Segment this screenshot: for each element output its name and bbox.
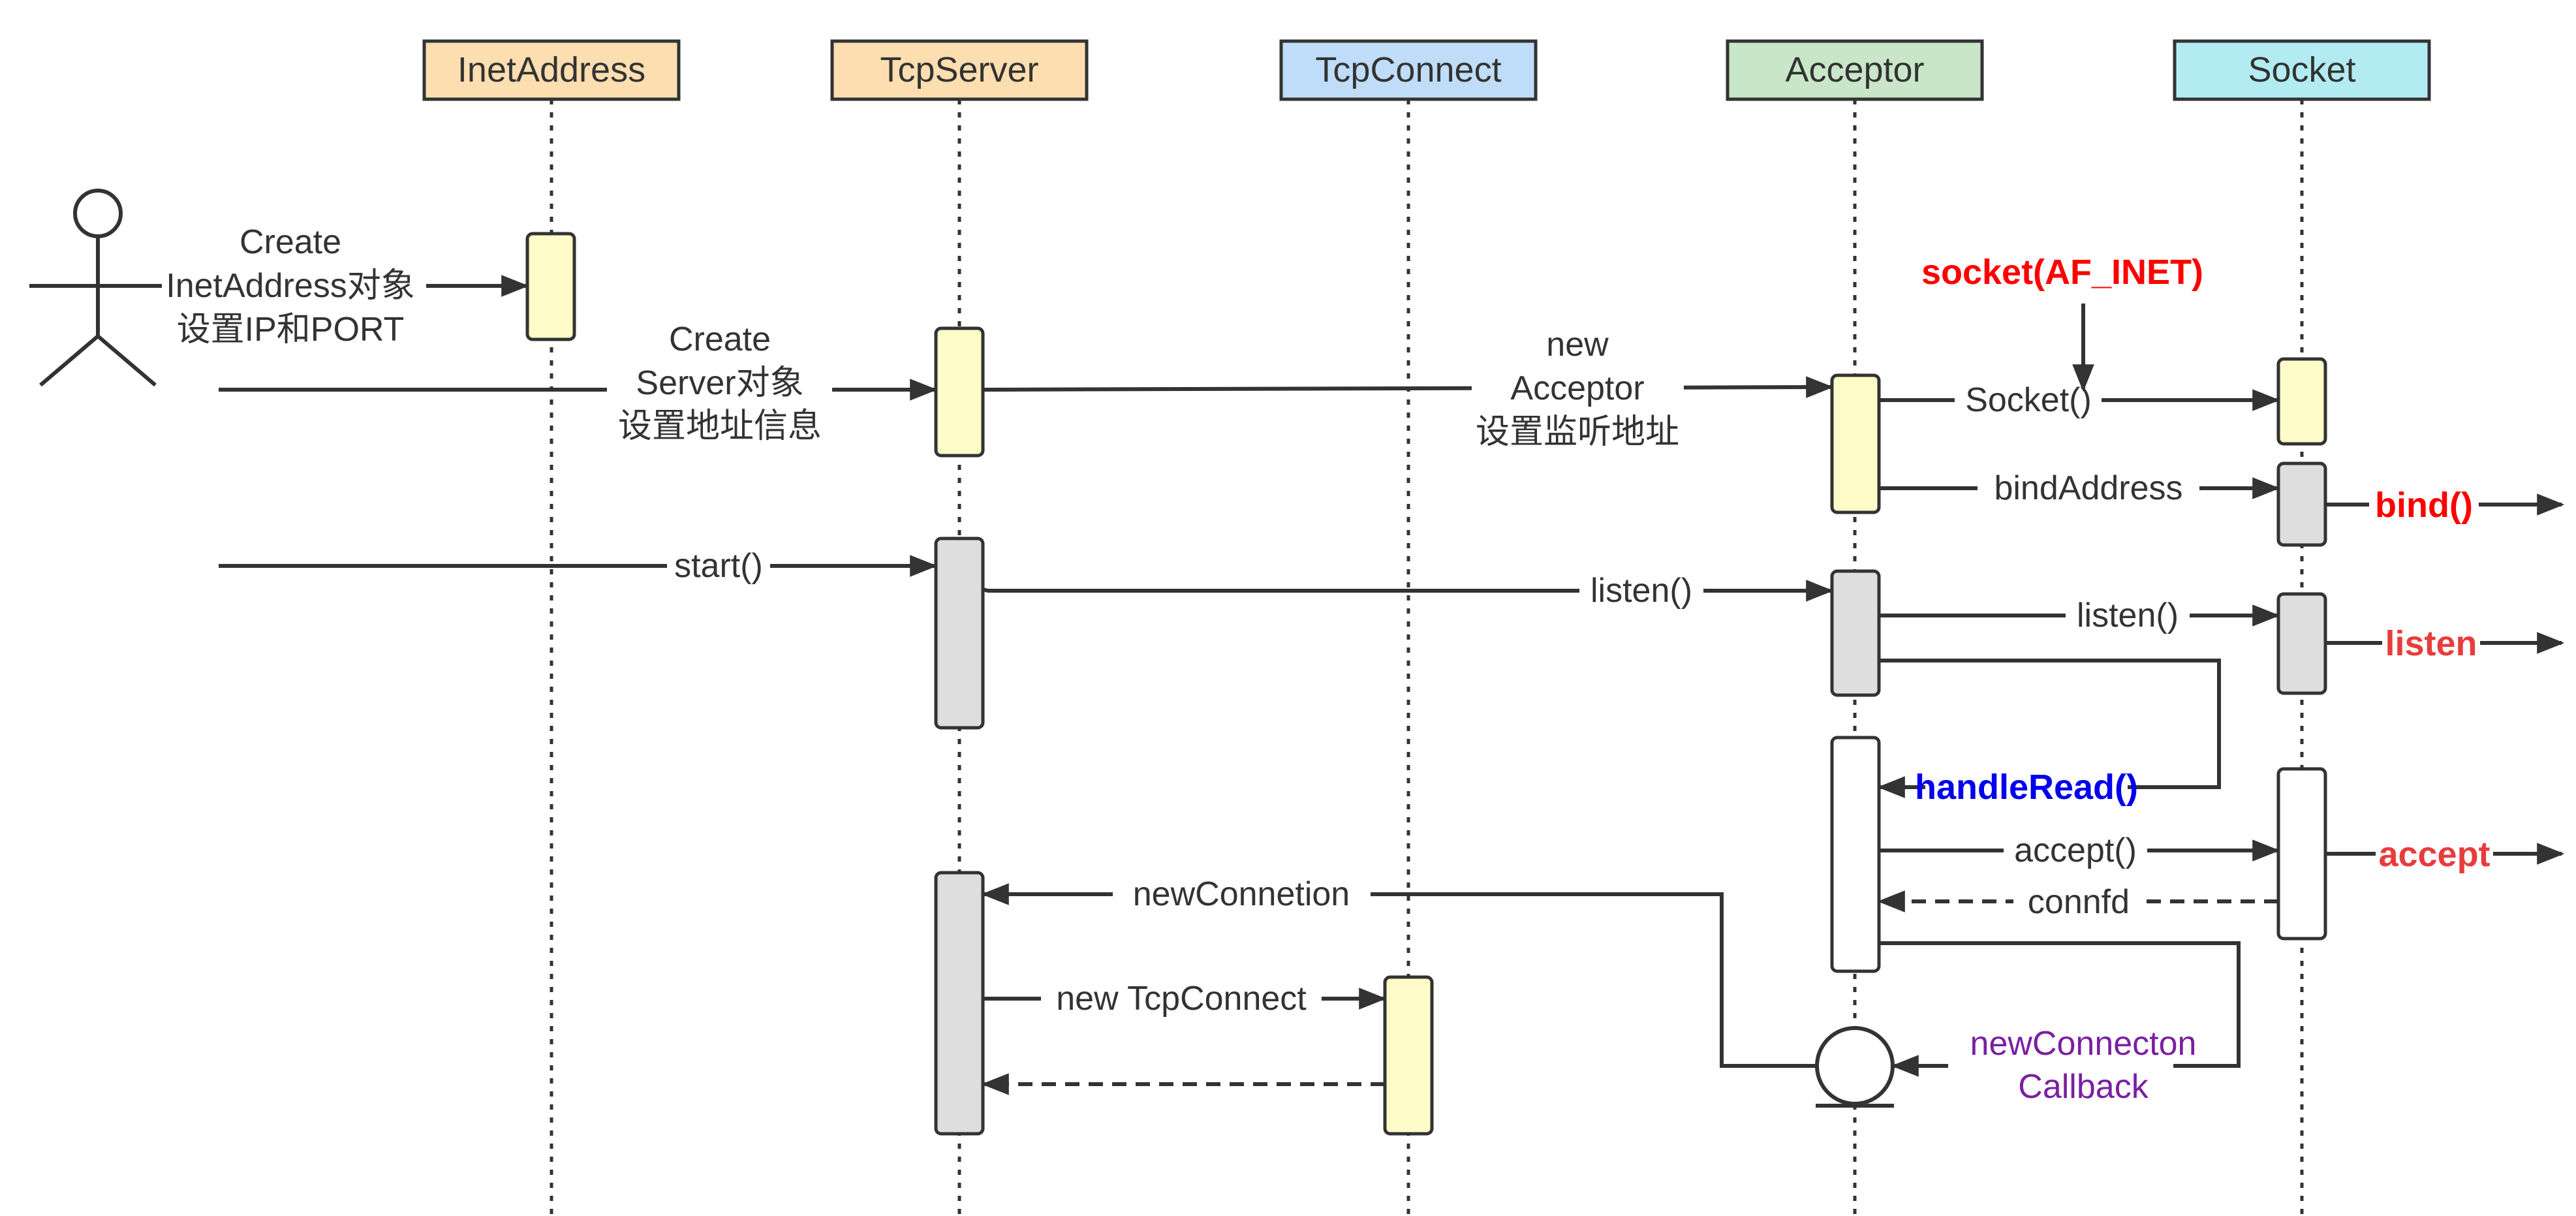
syscall-label: bind() — [2375, 486, 2473, 525]
message-create-server: Create Server对象 设置地址信息 — [219, 319, 938, 449]
message-label-line2: Acceptor — [1510, 369, 1644, 407]
message-label: new TcpConnect — [1056, 980, 1307, 1018]
annotation-socket-af-inet: socket(AF_INET) — [1921, 253, 2203, 392]
message-bind-address: bindAddress — [1879, 467, 2280, 508]
message-label-line1: Create — [669, 320, 771, 358]
callback-circle-icon — [1815, 1026, 1895, 1108]
activation-socket-listen — [2276, 592, 2327, 695]
activation-acceptor-create — [1830, 373, 1881, 514]
handle-read-label: handleRead() — [1915, 768, 2138, 807]
activation-tcpserver-newconn — [934, 871, 985, 1136]
message-label-line2: InetAddress对象 — [166, 267, 415, 305]
syscall-bind: bind() — [2325, 483, 2565, 526]
message-label: newConnetion — [1133, 875, 1350, 913]
syscall-listen: listen — [2325, 621, 2565, 664]
message-label: Socket() — [1965, 381, 2092, 419]
activation-acceptor-listen — [1830, 569, 1881, 697]
participant-label: TcpServer — [880, 50, 1038, 89]
message-new-connection: newConnetion — [981, 873, 1817, 1068]
message-label-line1: Create — [240, 223, 341, 261]
syscall-label: accept — [2378, 835, 2490, 874]
message-accept: accept() — [1879, 830, 2280, 870]
return-label: connfd — [2028, 883, 2130, 921]
message-label-line2: Server对象 — [636, 364, 803, 402]
participant-label: Acceptor — [1785, 50, 1924, 89]
message-listen-server: listen() — [982, 570, 1834, 610]
syscall-label: listen — [2385, 624, 2477, 663]
message-label-line3: 设置IP和PORT — [177, 311, 405, 349]
activation-acceptor-handle — [1830, 736, 1881, 973]
message-callback: newConnecton Callback — [1879, 941, 2241, 1110]
syscall-label: socket(AF_INET) — [1921, 253, 2203, 292]
syscall-accept: accept — [2325, 832, 2565, 875]
message-label-line3: 设置地址信息 — [618, 407, 822, 445]
return-connfd: connfd — [1877, 881, 2278, 922]
message-start: start() — [219, 545, 938, 585]
message-create-inetaddress: Create InetAddress对象 设置IP和PORT — [98, 219, 529, 349]
message-label: bindAddress — [1994, 469, 2182, 507]
activation-socket-bind — [2276, 461, 2327, 547]
activation-tcpserver-start — [934, 537, 985, 730]
participant-acceptor: Acceptor — [1726, 39, 1984, 101]
activation-socket-accept — [2276, 767, 2327, 941]
activation-bars — [525, 232, 2327, 1136]
activation-socket-create — [2276, 357, 2327, 446]
callback-label-line1: newConnecton — [1970, 1025, 2197, 1063]
message-new-acceptor: new Acceptor 设置监听地址 — [982, 326, 1834, 457]
activation-inetaddress — [525, 232, 576, 341]
participant-inetaddress: InetAddress — [422, 39, 681, 101]
callback-label-line2: Callback — [2018, 1068, 2149, 1106]
message-label-line3: 设置监听地址 — [1476, 413, 1679, 451]
participant-label: Socket — [2248, 50, 2355, 89]
message-label: listen() — [2077, 597, 2179, 634]
message-new-tcpconnect: new TcpConnect — [983, 978, 1387, 1018]
message-label: start() — [674, 547, 763, 585]
message-socket: Socket() — [1879, 380, 2280, 420]
participant-tcpserver: TcpServer — [830, 39, 1089, 101]
message-listen-acceptor: listen() — [1879, 595, 2280, 635]
message-handle-read: handleRead() — [1877, 659, 2221, 808]
participant-tcpconnect: TcpConnect — [1279, 39, 1538, 101]
message-label: accept() — [2014, 832, 2137, 869]
participant-label: TcpConnect — [1315, 50, 1501, 89]
message-label: listen() — [1591, 572, 1692, 610]
message-label-line1: new — [1546, 326, 1609, 364]
participant-label: InetAddress — [458, 50, 645, 89]
participant-socket: Socket — [2173, 39, 2431, 101]
activation-tcpconnect — [1383, 975, 1434, 1136]
activation-tcpserver-create — [934, 326, 985, 458]
